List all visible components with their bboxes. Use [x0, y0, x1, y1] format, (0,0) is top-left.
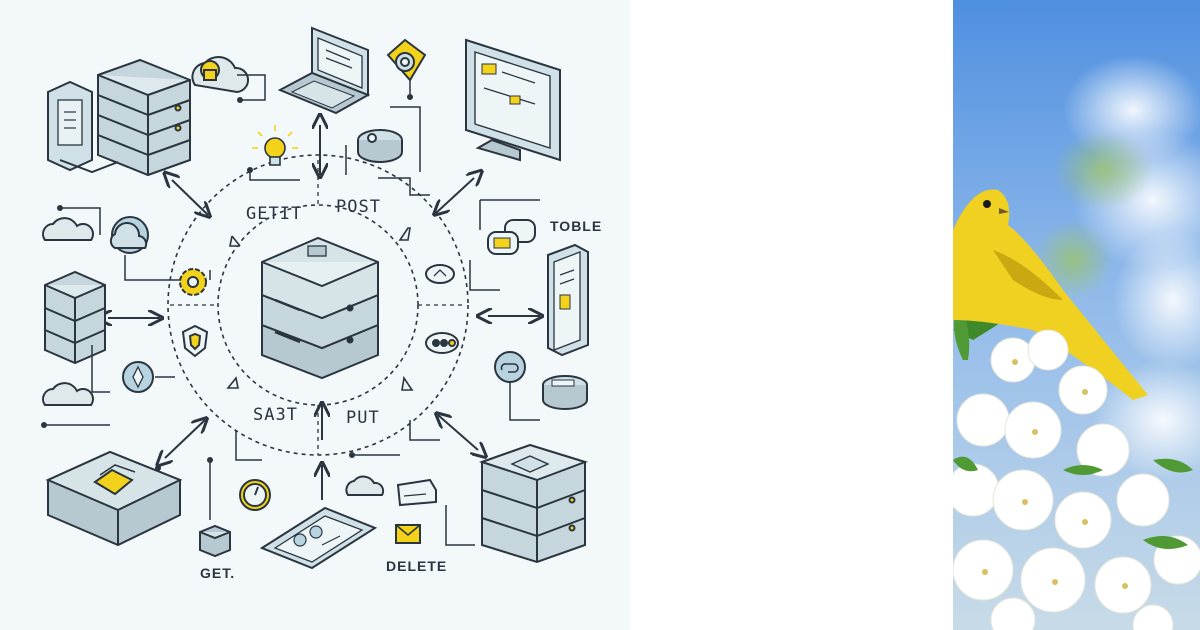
database-stack-icon	[44, 270, 106, 365]
label-put: PUT	[346, 408, 380, 428]
envelope-icon	[395, 524, 421, 544]
label-post: POST	[336, 197, 381, 217]
cloud-icon	[42, 217, 94, 241]
disk-icon	[542, 375, 588, 410]
storage-box-icon	[45, 450, 183, 547]
label-toble: TOBLE	[550, 218, 603, 234]
router-icon	[357, 129, 403, 163]
api-diagram: GETIT POST SA3T PUT TOBLE GET. DELETE	[0, 0, 630, 630]
cloud-lock-icon	[191, 56, 249, 94]
toggle-icon	[425, 264, 455, 284]
lightbulb-icon	[252, 125, 298, 166]
link-icon	[494, 351, 526, 383]
label-delete: DELETE	[386, 558, 448, 574]
smartphone-icon-left	[47, 80, 119, 174]
router-box-icon	[396, 478, 437, 507]
chat-bubbles-icon	[487, 219, 536, 255]
cube-icon	[199, 524, 231, 558]
compass-icon	[122, 361, 154, 393]
gear-icon	[179, 268, 207, 296]
label-sa3t: SA3T	[253, 405, 298, 425]
central-server-icon	[261, 236, 379, 380]
cloud-icon	[42, 382, 94, 406]
server-stack-icon	[478, 443, 589, 564]
clock-icon	[239, 479, 271, 511]
toggle-icon	[425, 332, 459, 354]
server-stack-icon	[97, 58, 191, 177]
smartphone-icon	[547, 243, 589, 357]
yellow-bird	[953, 189, 1148, 400]
diagram-graphics	[41, 26, 589, 570]
cloud-icon	[345, 475, 385, 496]
label-get-bottom: GET.	[200, 565, 236, 581]
monitor-icon	[465, 38, 561, 162]
location-pin-icon	[386, 38, 427, 82]
cloud-sync-icon	[109, 216, 149, 254]
bird-photo	[953, 0, 1200, 630]
shield-icon	[181, 324, 209, 358]
bird-blossom-image	[953, 0, 1200, 630]
laptop-icon	[277, 26, 371, 115]
label-get-top: GETIT	[246, 204, 303, 224]
tablet-icon	[259, 506, 378, 570]
